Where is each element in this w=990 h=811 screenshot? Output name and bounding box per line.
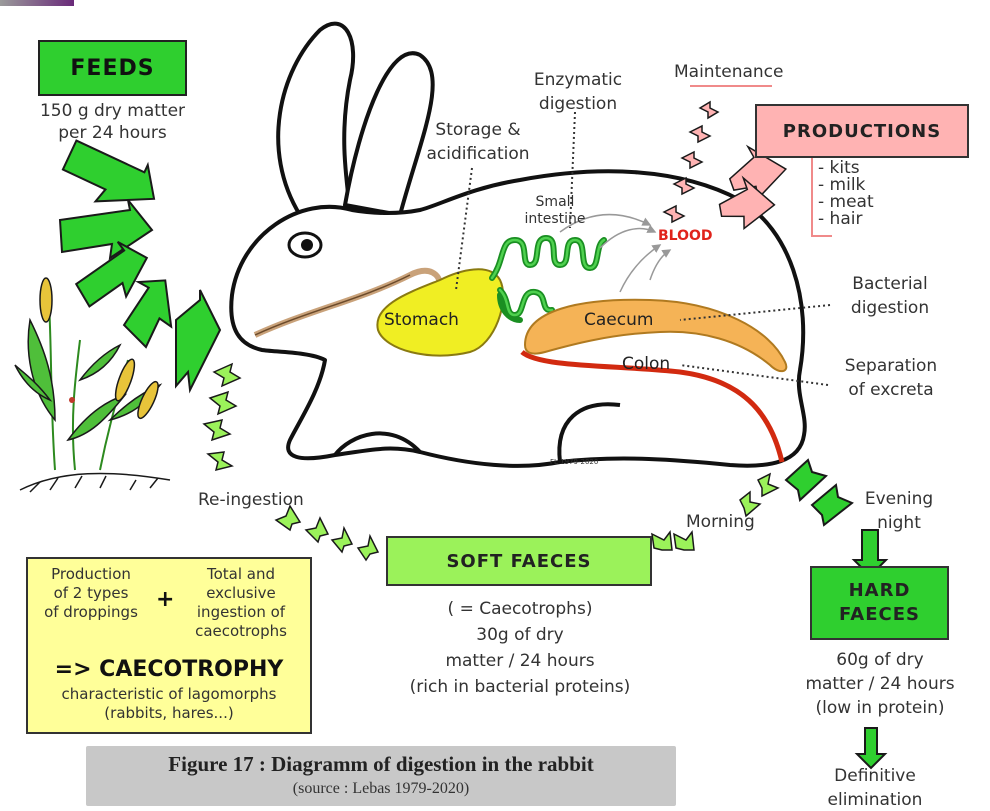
- productions-title: PRODUCTIONS: [783, 121, 941, 142]
- caecum-label: Caecum: [584, 310, 653, 330]
- soft-faeces-line2: 30g of dry: [360, 622, 680, 648]
- storage-line1: Storage &: [418, 118, 538, 142]
- hard-faeces-title2: FAECES: [839, 603, 920, 627]
- separation-line2: of excreta: [826, 378, 956, 402]
- feeds-line1: 150 g dry matter: [20, 100, 205, 122]
- caecotrophy-left: Production of 2 types of droppings: [32, 565, 150, 622]
- hard-faeces-details: 60g of dry matter / 24 hours (low in pro…: [775, 648, 985, 720]
- caecotrophy-right-line2: exclusive: [176, 584, 306, 603]
- separation-label: Separation of excreta: [826, 354, 956, 402]
- feeds-amount: 150 g dry matter per 24 hours: [20, 100, 205, 144]
- caecotrophy-right-line4: caecotrophs: [176, 622, 306, 641]
- caecotrophy-char-line1: characteristic of lagomorphs: [28, 685, 310, 704]
- enzymatic-label: Enzymatic digestion: [518, 68, 638, 116]
- soft-faeces-line3: matter / 24 hours: [360, 648, 680, 674]
- feeds-title: FEEDS: [70, 56, 154, 81]
- maintenance-label: Maintenance: [674, 62, 783, 82]
- elimination-line2: elimination: [800, 788, 950, 811]
- storage-line2: acidification: [418, 142, 538, 166]
- morning-label: Morning: [686, 512, 755, 532]
- caecotrophy-box: Production of 2 types of droppings + Tot…: [26, 557, 312, 734]
- caption-title: Figure 17 : Diagramm of digestion in the…: [86, 752, 676, 777]
- enzymatic-line2: digestion: [518, 92, 638, 116]
- separation-line1: Separation: [826, 354, 956, 378]
- blood-label: BLOOD: [658, 228, 713, 244]
- soft-faeces-line4: (rich in bacterial proteins): [360, 674, 680, 700]
- hard-faeces-line1: 60g of dry: [775, 648, 985, 672]
- evening-label: Evening night: [844, 487, 954, 535]
- productions-list: - kits - milk - meat - hair: [818, 160, 874, 228]
- hard-faeces-box: HARD FAECES: [810, 566, 949, 640]
- elimination-line1: Definitive: [800, 764, 950, 788]
- caecotrophy-right-line1: Total and: [176, 565, 306, 584]
- bacterial-label: Bacterial digestion: [830, 272, 950, 320]
- feed-arrows: [57, 133, 220, 390]
- soft-faeces-details: ( = Caecotrophs) 30g of dry matter / 24 …: [360, 596, 680, 700]
- hard-faeces-title1: HARD: [849, 579, 911, 603]
- colon-label: Colon: [622, 354, 670, 374]
- bacterial-line2: digestion: [830, 296, 950, 320]
- small-intestine-line1: Small: [505, 194, 605, 211]
- feeds-box: FEEDS: [38, 40, 187, 96]
- soft-faeces-title: SOFT FAECES: [446, 551, 591, 572]
- bacterial-line1: Bacterial: [830, 272, 950, 296]
- hard-faeces-line3: (low in protein): [775, 696, 985, 720]
- plus-sign: +: [156, 587, 174, 612]
- production-item: - hair: [818, 211, 874, 228]
- enzymatic-line1: Enzymatic: [518, 68, 638, 92]
- caecotrophy-left-line3: of droppings: [32, 603, 150, 622]
- feeds-line2: per 24 hours: [20, 122, 205, 144]
- storage-label: Storage & acidification: [418, 118, 538, 166]
- soft-faeces-box: SOFT FAECES: [386, 536, 652, 586]
- caecotrophy-characteristic: characteristic of lagomorphs (rabbits, h…: [28, 685, 310, 723]
- caecotrophy-left-line2: of 2 types: [32, 584, 150, 603]
- caecotrophy-char-line2: (rabbits, hares...): [28, 704, 310, 723]
- elimination-label: Definitive elimination: [800, 764, 950, 811]
- small-intestine-line2: intestine: [505, 211, 605, 228]
- cropped-image-fragment: [0, 0, 74, 6]
- caption-source: (source : Lebas 1979-2020): [86, 780, 676, 798]
- evening-line1: Evening: [844, 487, 954, 511]
- caecotrophy-title: => CAECOTROPHY: [28, 657, 310, 682]
- productions-box: PRODUCTIONS: [755, 104, 969, 158]
- caecotrophy-right-line3: ingestion of: [176, 603, 306, 622]
- small-intestine-label: Small intestine: [505, 194, 605, 228]
- copyright-mark: FL 1979-2020: [550, 458, 598, 466]
- reingestion-label: Re-ingestion: [198, 490, 304, 510]
- stomach-label: Stomach: [384, 310, 459, 330]
- evening-line2: night: [844, 511, 954, 535]
- caecotrophy-right: Total and exclusive ingestion of caecotr…: [176, 565, 306, 641]
- figure-caption: Figure 17 : Diagramm of digestion in the…: [86, 746, 676, 806]
- hard-faeces-line2: matter / 24 hours: [775, 672, 985, 696]
- caecotrophy-left-line1: Production: [32, 565, 150, 584]
- soft-faeces-line1: ( = Caecotrophs): [360, 596, 680, 622]
